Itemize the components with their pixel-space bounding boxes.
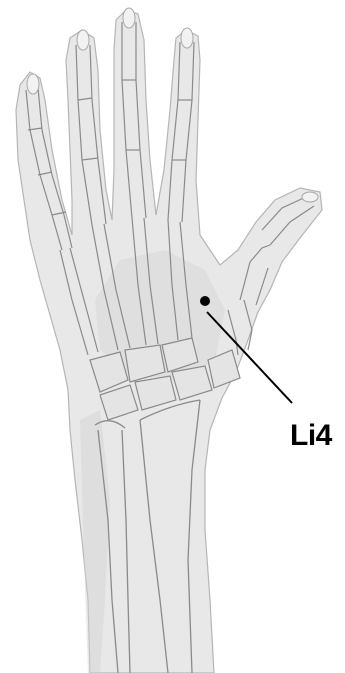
acupoint-marker (200, 296, 210, 306)
acupoint-label: Li4 (290, 419, 333, 452)
